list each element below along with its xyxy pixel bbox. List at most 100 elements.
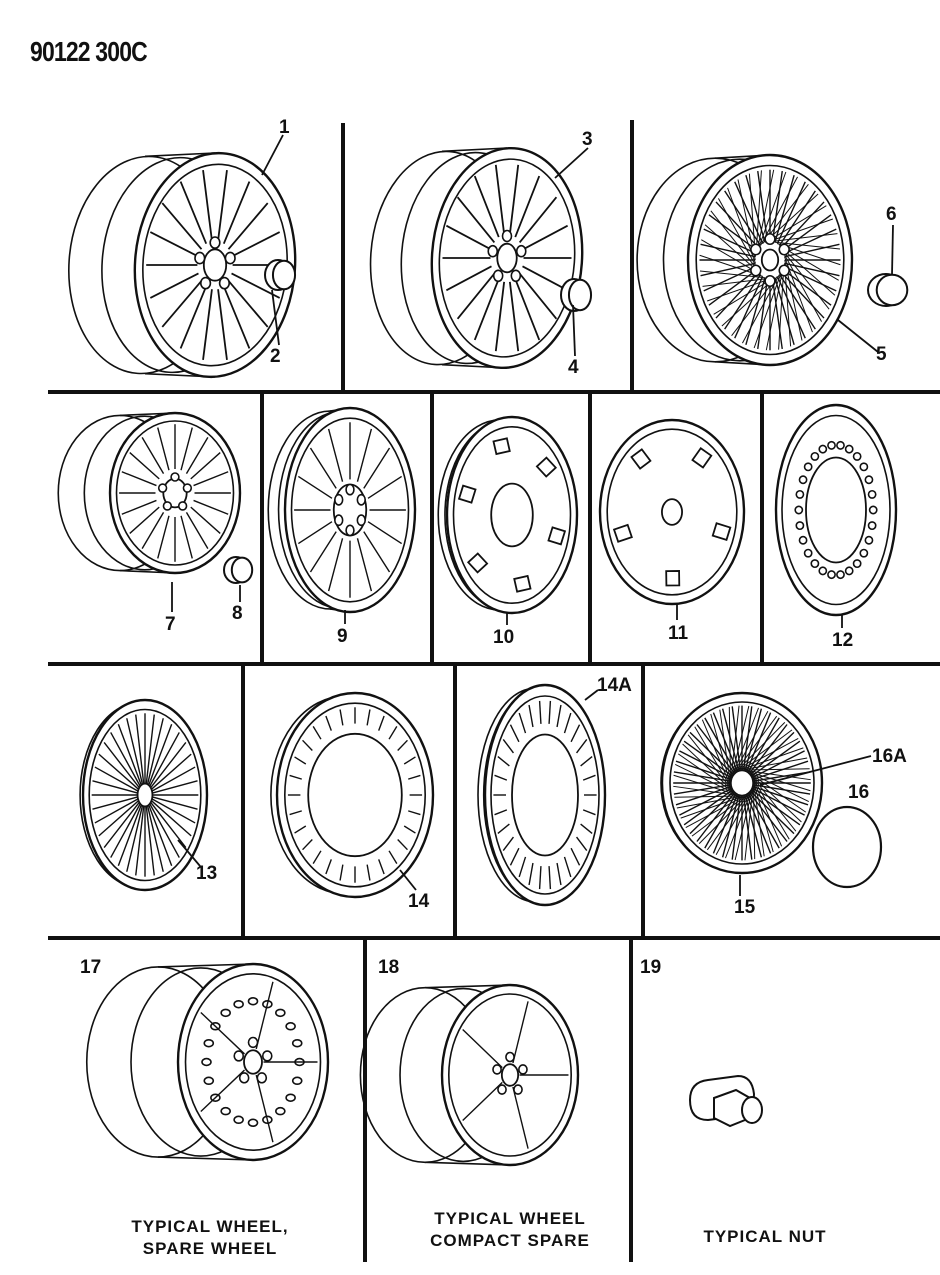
spoke [357, 538, 371, 591]
spoke [162, 203, 201, 249]
lug-hole [488, 246, 497, 257]
vent-hole [837, 442, 844, 449]
spoke [577, 837, 587, 851]
spoke [540, 866, 541, 889]
spoke [520, 274, 557, 319]
wheel-face-inner [449, 994, 571, 1156]
lug-hole [765, 234, 775, 245]
callout-10: 10 [493, 627, 515, 648]
spoke [523, 266, 568, 290]
wheel-3 [363, 143, 589, 373]
spoke [290, 811, 302, 815]
vent-hole [276, 1108, 285, 1115]
spoke [122, 472, 157, 486]
spoke [752, 741, 800, 776]
spoke [732, 706, 740, 769]
spoke [754, 761, 808, 779]
callout-14: 14 [408, 891, 430, 912]
hub-cap [497, 244, 517, 273]
callout-2: 2 [270, 346, 281, 367]
spoke [748, 718, 779, 772]
lug-hole [503, 231, 512, 242]
vent-hole [854, 453, 861, 460]
wheel-cover-13 [80, 700, 207, 890]
spoke [674, 785, 730, 794]
vent-hole [204, 1077, 213, 1084]
center-cap-8 [224, 557, 252, 583]
vent-hole [286, 1023, 295, 1030]
spoke [368, 522, 402, 544]
spoke [104, 802, 139, 847]
spoke [496, 165, 504, 234]
spoke [674, 772, 730, 781]
spoke [313, 851, 321, 864]
cap-face [273, 261, 295, 290]
hub-cap [491, 484, 533, 547]
spoke [118, 805, 141, 866]
vent-hole [846, 445, 853, 452]
spoke [150, 804, 179, 858]
hub-cap [308, 734, 402, 856]
nut-face [742, 1097, 762, 1123]
callout-5: 5 [876, 344, 887, 365]
spoke [751, 732, 794, 774]
vent-hole [869, 491, 876, 498]
spoke [701, 244, 756, 256]
lug-hole [335, 495, 343, 505]
wire-spoke [754, 781, 782, 846]
wire-spoke [753, 777, 796, 831]
spoke [475, 279, 499, 340]
spoke [329, 429, 343, 482]
vent-hole [204, 1040, 213, 1047]
spoke [783, 215, 831, 251]
spoke [148, 806, 164, 872]
wheel-illustrations [58, 143, 907, 1165]
callout-16a: 16A [872, 746, 907, 767]
wheel-7 [58, 413, 240, 573]
spoke [750, 793, 787, 841]
spoke [519, 857, 525, 877]
vent-hole [811, 560, 818, 567]
cover-pocket [614, 525, 632, 542]
spoke [142, 512, 163, 548]
lug-nut-19 [690, 1076, 762, 1126]
callout-16: 16 [848, 782, 870, 803]
spoke [723, 709, 739, 770]
spoke [777, 182, 805, 244]
spoke [146, 715, 154, 784]
vent-hole [819, 445, 826, 452]
spoke [150, 273, 198, 298]
lug-hole [506, 1053, 514, 1062]
caption-nut: TYPICAL NUT [680, 1226, 850, 1248]
spoke [191, 453, 220, 479]
spoke [389, 726, 397, 739]
document-code: 90122 300C [30, 36, 148, 67]
leader-line [178, 840, 200, 866]
spoke [676, 761, 730, 779]
lug-hole [159, 484, 167, 492]
vent-hole [276, 1009, 285, 1016]
callout-13: 13 [196, 863, 218, 884]
spoke [111, 732, 140, 786]
spoke [148, 718, 164, 784]
cover-pocket [493, 438, 509, 454]
callout-17: 17 [80, 957, 102, 978]
callout-15: 15 [734, 897, 756, 918]
wheel-face-inner [454, 427, 571, 603]
spoke [753, 751, 805, 778]
spoke [224, 182, 250, 244]
spoke [298, 476, 332, 498]
cap-face [877, 275, 908, 305]
spoke [690, 732, 733, 774]
spoke [162, 281, 201, 327]
spoke [713, 795, 737, 853]
spoke [224, 286, 250, 348]
lug-hole [171, 473, 179, 481]
spoke [716, 202, 759, 248]
spoke [136, 715, 144, 784]
spoke [463, 1030, 503, 1068]
spoke [732, 796, 740, 859]
spoke [565, 857, 571, 877]
spoke [130, 507, 159, 533]
spoke [781, 272, 824, 318]
